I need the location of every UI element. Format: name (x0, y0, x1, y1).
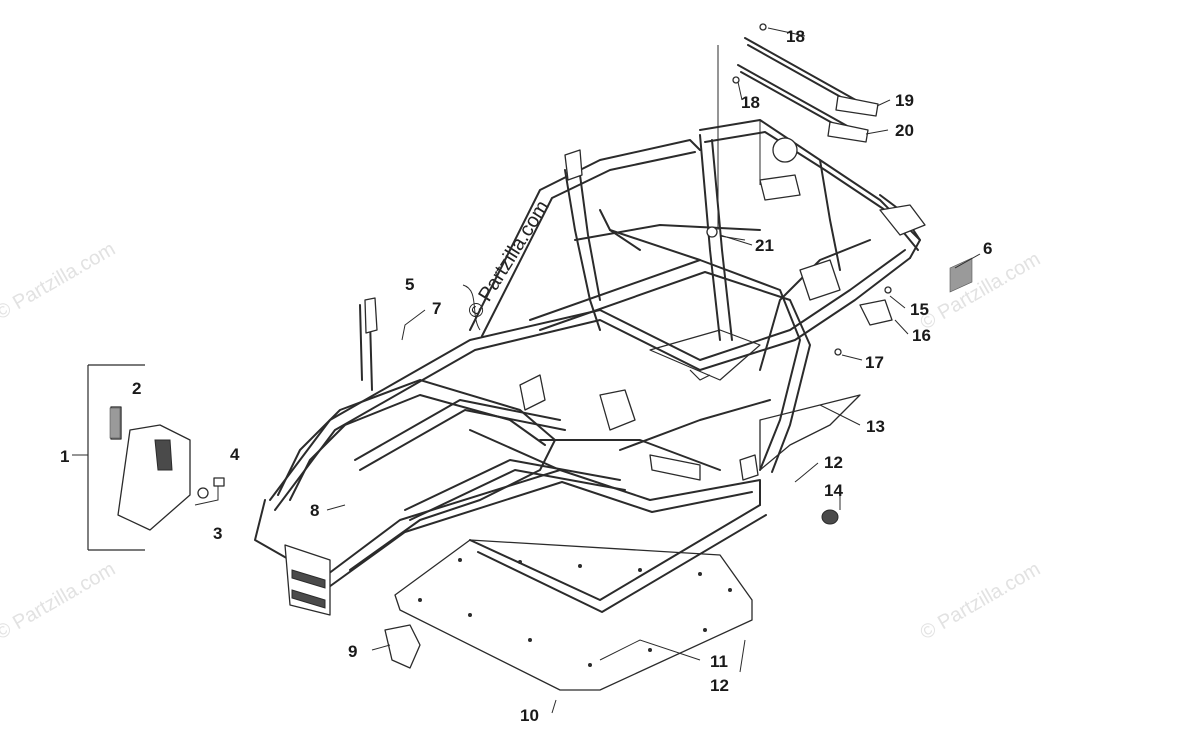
callout-18-top: 18 (786, 27, 805, 46)
callout-19: 19 (895, 91, 914, 110)
watermark-center-text: © Partzilla.com (464, 197, 554, 323)
decal-part (949, 257, 973, 293)
callout-9: 9 (348, 642, 357, 661)
callout-2: 2 (132, 379, 141, 398)
front-panel-part (72, 364, 191, 551)
callout-4: 4 (230, 445, 240, 464)
watermark-text: © Partzilla.com (917, 558, 1045, 644)
watermark-text: © Partzilla.com (0, 558, 119, 644)
callout-20: 20 (895, 121, 914, 140)
callout-16: 16 (912, 326, 931, 345)
callout-labels: 1 2 3 4 5 6 7 8 9 10 11 12 12 13 14 15 1… (60, 27, 992, 725)
grommet-part (821, 509, 839, 525)
callout-10: 10 (520, 706, 539, 725)
callout-3: 3 (213, 524, 222, 543)
callout-12-bottom: 12 (710, 676, 729, 695)
callout-15: 15 (910, 300, 929, 319)
label-plate-part (109, 407, 121, 439)
bracket-part (384, 624, 421, 669)
rear-bar-parts (717, 23, 879, 230)
callout-21: 21 (755, 236, 774, 255)
main-frame (254, 119, 926, 616)
callout-18-middle: 18 (741, 93, 760, 112)
callout-7: 7 (432, 299, 441, 318)
callout-11: 11 (710, 652, 728, 671)
rear-side-panel (759, 394, 861, 471)
skid-plate (394, 539, 753, 691)
callout-6: 6 (983, 239, 992, 258)
callout-8: 8 (310, 501, 319, 520)
fastener-parts (194, 477, 225, 506)
callout-13: 13 (866, 417, 885, 436)
leader-lines (326, 27, 981, 714)
callout-12-right: 12 (824, 453, 843, 472)
callout-17: 17 (865, 353, 884, 372)
watermark-text: © Partzilla.com (0, 238, 119, 324)
callout-5: 5 (405, 275, 414, 294)
watermark-text: © Partzilla.com (917, 248, 1045, 334)
mount-bracket-part (834, 286, 893, 356)
callout-14: 14 (824, 481, 843, 500)
callout-1: 1 (60, 447, 69, 466)
